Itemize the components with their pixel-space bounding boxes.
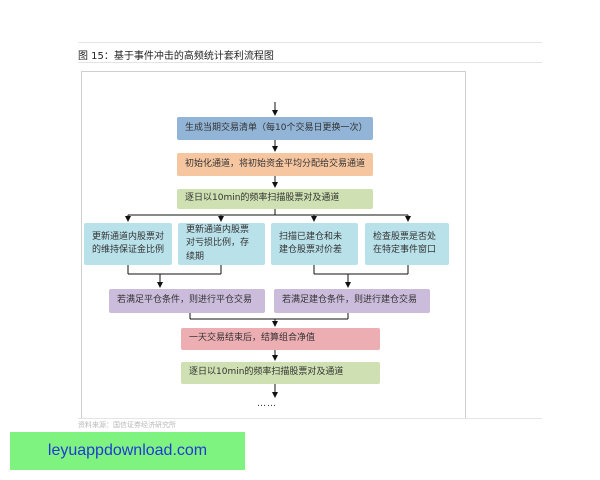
step-scan-pairs-next: 逐日以10min的频率扫描股票对及通道: [181, 362, 380, 384]
figure-title: 图 15：基于事件冲击的高频统计套利流程图: [78, 51, 274, 62]
step-scan-spread: 扫描已建仓和未建仓股票对价差: [271, 223, 358, 265]
step-scan-pairs: 逐日以10min的频率扫描股票对及通道: [177, 189, 373, 209]
top-divider: [78, 42, 542, 43]
step-generate-trade-list: 生成当期交易清单（每10个交易日更换一次）: [177, 117, 373, 140]
continuation-ellipsis: ……: [257, 399, 277, 409]
step-settle-nav: 一天交易结束后，结算组合净值: [181, 328, 380, 350]
figure-source: 资料来源：国信证券经济研究所: [78, 421, 176, 429]
title-divider: [78, 62, 542, 63]
step-close-position: 若满足平仓条件，则进行平仓交易: [109, 289, 265, 313]
step-initialize-channels: 初始化通道，将初始资金平均分配给交易通道: [177, 153, 373, 176]
watermark-link[interactable]: leyuappdownload.com: [10, 432, 245, 470]
step-check-event-window: 检查股票是否处在特定事件窗口: [365, 223, 449, 265]
step-open-position: 若满足建仓条件，则进行建仓交易: [274, 289, 430, 313]
step-update-margin-ratio: 更新通道内股票对的维持保证金比例: [84, 223, 172, 265]
source-divider: [78, 418, 542, 419]
step-update-loss-ratio: 更新通道内股票对亏损比例，存续期: [178, 223, 265, 265]
